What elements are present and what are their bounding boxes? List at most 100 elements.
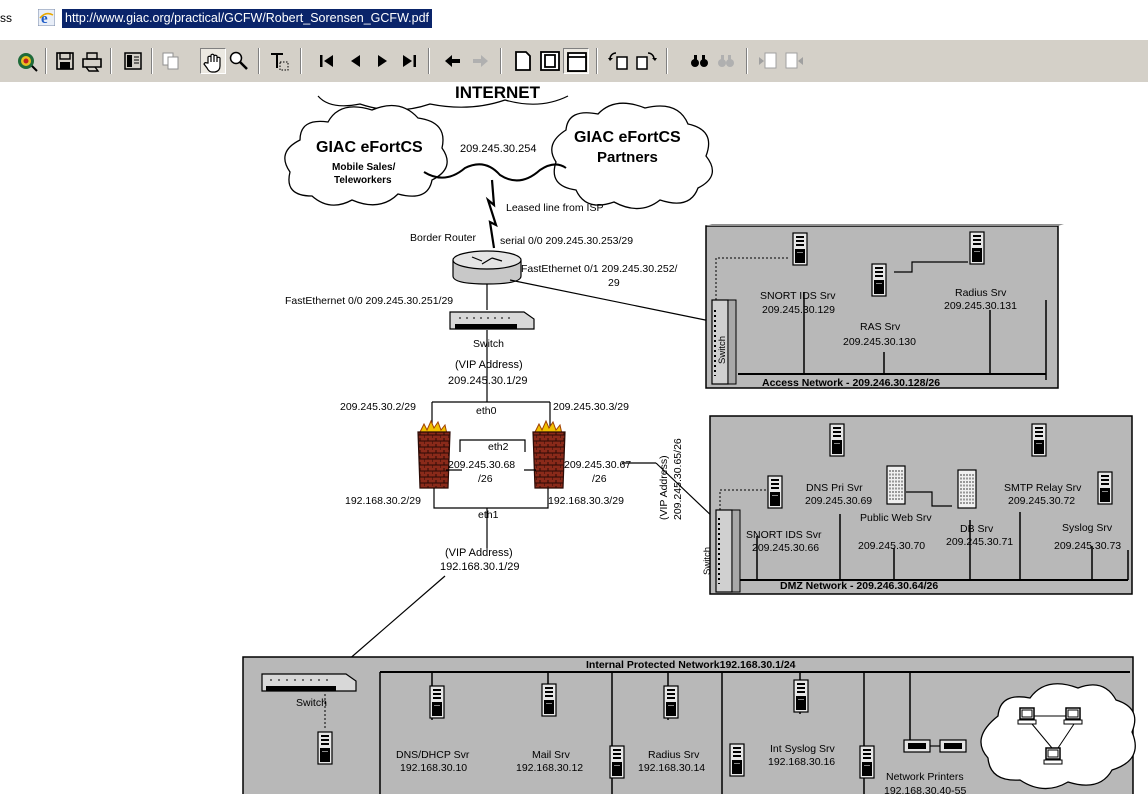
dmz-dns-server-icon [830,424,844,456]
dmz-snort-name: SNORT IDS Svr [746,529,822,541]
address-bar: ss e http://www.giac.org/practical/GCFW/… [0,0,1148,40]
internal-dns-ip: 192.168.30.10 [400,762,467,774]
workstation-icon [1064,708,1082,724]
workstation-icon [1018,708,1036,724]
network-diagram: INTERNET GIAC eFortCS Mobile Sales/ Tele… [0,82,1148,794]
dmz-smtp-ip: 209.245.30.72 [1008,495,1075,507]
dmz-snort-server-icon [768,476,782,508]
internal-server-4-icon [860,746,874,778]
vip-ext-ip: 209.245.30.1/29 [448,375,528,387]
eth1-label: eth1 [478,509,499,521]
internal-dns-name: DNS/DHCP Svr [396,749,470,761]
dmz-network-panel: Switch SNORT IDS Svr 209.245.30.66 DNS P… [702,416,1132,594]
dmz-switch-icon [716,510,740,592]
dmz-syslog-name: Syslog Srv [1062,522,1113,534]
partners-cloud-title: GIAC eFortCS [574,129,681,146]
copy-icon[interactable] [158,48,184,74]
url-field[interactable]: http://www.giac.org/practical/GCFW/Rober… [62,9,432,28]
access-ras-server-icon [872,264,886,296]
first-page-icon[interactable] [314,48,340,74]
internal-server-3-icon [730,744,744,776]
fw2-ext-label: 209.245.30.3/29 [553,401,629,413]
fe01-label-2: 29 [608,277,620,289]
dmz-switch-label: Switch [702,547,713,575]
fw2-eth2-mask: /26 [592,473,607,485]
dmz-snort-ip: 209.245.30.66 [752,542,819,554]
address-label: ss [0,11,12,25]
dmz-vip-label: (VIP Address) [658,455,670,520]
go-forward-icon[interactable] [467,48,493,74]
last-page-icon[interactable] [396,48,422,74]
toggle-bookmarks-icon[interactable] [120,48,146,74]
dmz-web-server-icon [887,466,905,504]
dmz-smtp-name: SMTP Relay Srv [1004,482,1082,494]
workstation-icon [1044,748,1062,764]
internal-radius-name: Radius Srv [648,749,700,761]
next-view-icon[interactable] [781,48,807,74]
fw1-eth2-ip: 209.245.30.68 [448,459,515,471]
border-router-label: Border Router [410,232,476,244]
actual-size-icon[interactable] [510,48,536,74]
internal-dns-server-icon [430,686,444,718]
go-back-icon[interactable] [440,48,466,74]
firewall-1-icon [418,421,450,488]
find-icon[interactable] [687,48,713,74]
dmz-db-name: DB Srv [960,523,994,535]
access-ras-name: RAS Srv [860,321,901,333]
fw1-int-label: 192.168.30.2/29 [345,495,421,507]
internal-server-icon [318,732,332,764]
previous-view-icon[interactable] [755,48,781,74]
mobile-cloud-line2: Teleworkers [334,175,392,186]
fw1-eth2-mask: /26 [478,473,493,485]
rotate-left-icon[interactable] [606,48,632,74]
internal-radius-server-icon [664,686,678,718]
internal-switch-label: Switch [296,697,327,709]
document-viewport[interactable]: INTERNET GIAC eFortCS Mobile Sales/ Tele… [0,82,1148,794]
internal-syslog-name: Int Syslog Srv [770,743,836,755]
fw1-ext-label: 209.245.30.2/29 [340,401,416,413]
fw2-int-label: 192.168.30.3/29 [548,495,624,507]
text-select-tool-icon[interactable] [266,48,292,74]
internal-syslog-server-icon [794,680,808,712]
dmz-web-name: Public Web Srv [860,512,932,524]
internal-printers-ip: 192.168.30.40-55 [884,785,966,794]
partners-cloud-subtitle: Partners [597,149,658,166]
save-icon[interactable] [52,48,78,74]
dmz-vip-ip: 209.245.30.65/26 [672,438,684,520]
dmz-db-server-icon [958,470,976,508]
search-icon[interactable] [713,48,739,74]
serial-label: serial 0/0 209.245.30.253/29 [500,235,633,247]
internal-syslog-ip: 192.168.30.16 [768,756,835,768]
fit-page-icon[interactable] [537,48,563,74]
hand-tool-icon[interactable] [200,48,226,74]
dmz-dns-name: DNS Pri Svr [806,482,863,494]
access-network-caption: Access Network - 209.246.30.128/26 [762,377,940,389]
isp-ip-label: 209.245.30.254 [460,143,536,155]
vip-int-label: (VIP Address) [445,547,513,559]
print-icon[interactable] [79,48,105,74]
fe00-label: FastEthernet 0/0 209.245.30.251/29 [285,295,453,307]
internal-server-2-icon [610,746,624,778]
next-page-icon[interactable] [369,48,395,74]
vip-ext-label: (VIP Address) [455,359,523,371]
mobile-cloud-title: GIAC eFortCS [316,139,423,156]
internal-mail-name: Mail Srv [532,749,571,761]
dmz-db-ip: 209.245.30.71 [946,536,1013,548]
fe01-label-1: FastEthernet 0/1 209.245.30.252/ [521,263,678,275]
fit-width-icon[interactable] [563,48,589,74]
internal-printers-name: Network Printers [886,771,964,783]
leased-line-label: Leased line from ISP [506,202,603,214]
access-network-panel: Switch SNORT IDS Srv 209.245.30.129 RAS … [706,224,1064,389]
dmz-syslog-ip: 209.245.30.73 [1054,540,1121,552]
eth0-label: eth0 [476,405,497,417]
acrobat-logo-icon[interactable] [14,48,40,74]
internal-mail-ip: 192.168.30.12 [516,762,583,774]
previous-page-icon[interactable] [343,48,369,74]
dmz-network-caption: DMZ Network - 209.246.30.64/26 [780,580,938,592]
internal-switch-icon [262,674,356,691]
access-radius-name: Radius Srv [955,287,1007,299]
access-snort-server-icon [793,233,807,265]
firewall-2-icon [533,421,565,488]
zoom-tool-icon[interactable] [226,48,252,74]
rotate-right-icon[interactable] [633,48,659,74]
